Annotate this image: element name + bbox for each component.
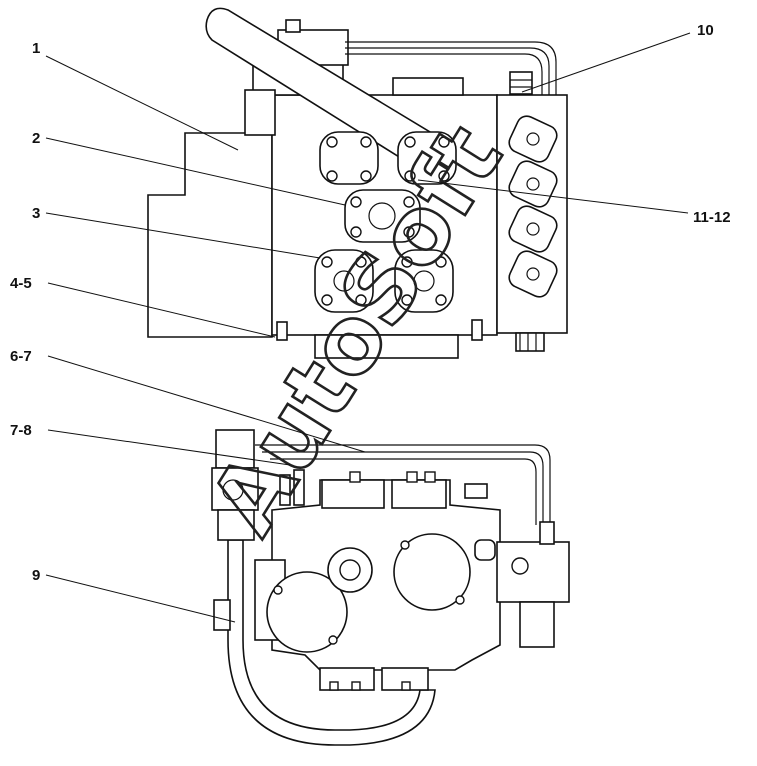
callout-labels: 1 2 3 4-5 6-7 7-8 9 10 11-12 <box>10 22 731 584</box>
leader-9 <box>45 574 236 623</box>
callout-10: 10 <box>697 22 714 39</box>
lower-pump-assembly <box>211 429 570 746</box>
leader-10 <box>521 32 691 93</box>
callout-6-7: 6-7 <box>10 348 32 365</box>
callout-4-5: 4-5 <box>10 275 32 292</box>
leader-2 <box>45 137 346 206</box>
callout-11-12: 11-12 <box>693 209 731 226</box>
callout-3: 3 <box>32 205 40 222</box>
leader-1 <box>45 55 239 151</box>
callout-7-8: 7-8 <box>10 422 32 439</box>
callout-2: 2 <box>32 130 40 147</box>
leader-6-7 <box>47 355 366 453</box>
leader-4-5 <box>47 282 276 338</box>
leader-3 <box>45 212 321 259</box>
callout-1: 1 <box>32 40 40 57</box>
leader-7-8 <box>47 429 291 466</box>
upper-valve-assembly <box>147 7 568 359</box>
leader-11-12 <box>417 179 689 214</box>
callout-9: 9 <box>32 567 40 584</box>
leader-lines <box>45 32 691 623</box>
